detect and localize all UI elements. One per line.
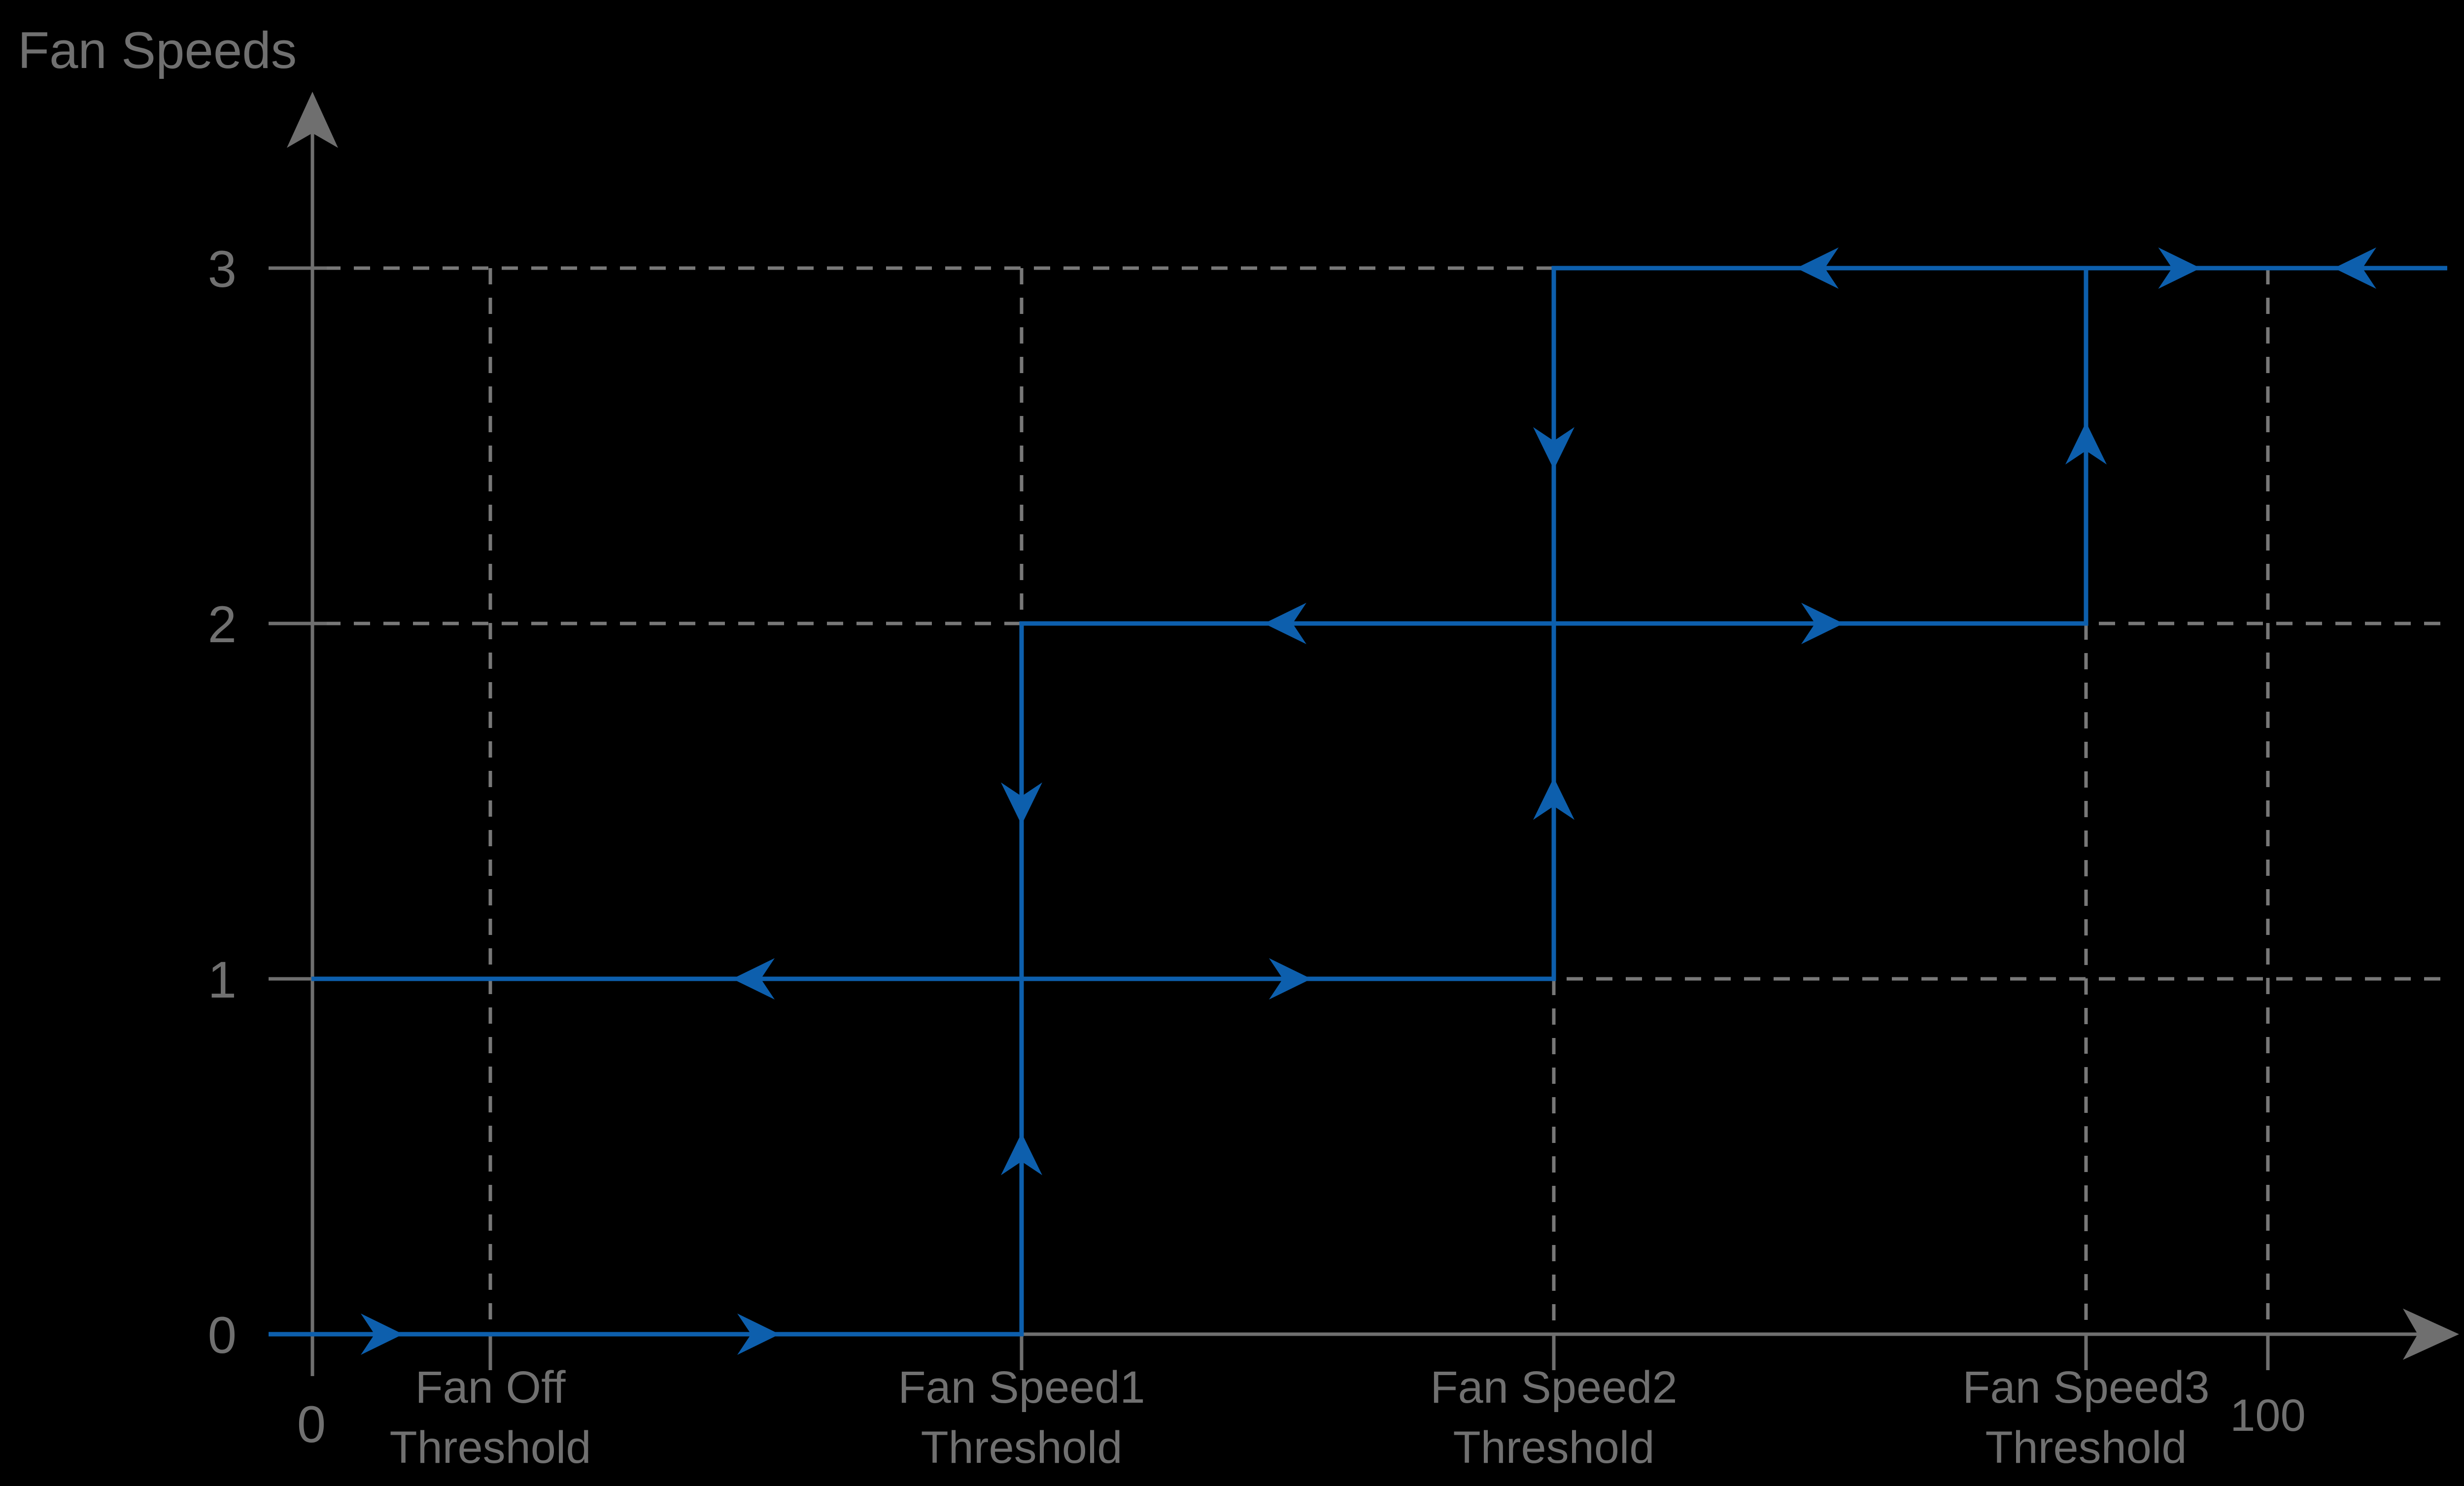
x-tick-label-fan_speed2_threshold-line2: Threshold [1453,1422,1654,1473]
curve-up-arrow-icon [1269,958,1311,1000]
x-tick-label-fan_speed1_threshold-line2: Threshold [921,1422,1122,1473]
x-tick-label-100: 100 [2230,1390,2306,1441]
x-tick-label-fan_speed3_threshold-line2: Threshold [1985,1422,2187,1473]
curve-up-arrow-icon [1801,603,1844,644]
curve-down-arrow-icon [1264,603,1306,644]
curve-down-arrow-icon [1533,427,1574,470]
curve-up-arrow-icon [1533,777,1574,820]
grid-layer [269,266,2444,1370]
x-tick-label-fan_off_threshold-line2: Threshold [389,1422,591,1473]
curve-up-arrow-icon [737,1313,780,1355]
curve-up-arrow-icon [361,1313,403,1355]
y-tick-label-3: 3 [208,241,237,298]
curve-up-path [269,266,2268,1337]
curve-up-arrow-icon [2065,422,2107,465]
curve-down-path [311,266,2447,981]
x-tick-label-0: 0 [297,1396,326,1453]
x-tick-label-fan_speed3_threshold-line1: Fan Speed3 [1962,1362,2209,1413]
curve-down-arrow-icon [1796,247,1839,289]
curve-layer [269,247,2447,1355]
y-axis-title: Fan Speeds [18,22,297,79]
curve-up-arrow-icon [1001,1133,1042,1175]
x-tick-label-fan_speed2_threshold-line1: Fan Speed2 [1430,1362,1677,1413]
y-axis-arrow-icon [287,92,338,148]
y-tick-label-2: 2 [208,596,237,654]
axes-layer [287,92,2459,1376]
y-tick-label-0: 0 [208,1307,237,1364]
curve-down-arrow-icon [732,958,775,1000]
x-tick-label-fan_speed1_threshold-line1: Fan Speed1 [898,1362,1145,1413]
x-tick-label-fan_off_threshold-line1: Fan Off [415,1362,566,1413]
curve-down-arrow-icon [1001,782,1042,825]
curve-down-arrow-icon [2334,247,2376,289]
x-axis-arrow-icon [2403,1309,2459,1360]
y-tick-label-1: 1 [208,951,237,1009]
